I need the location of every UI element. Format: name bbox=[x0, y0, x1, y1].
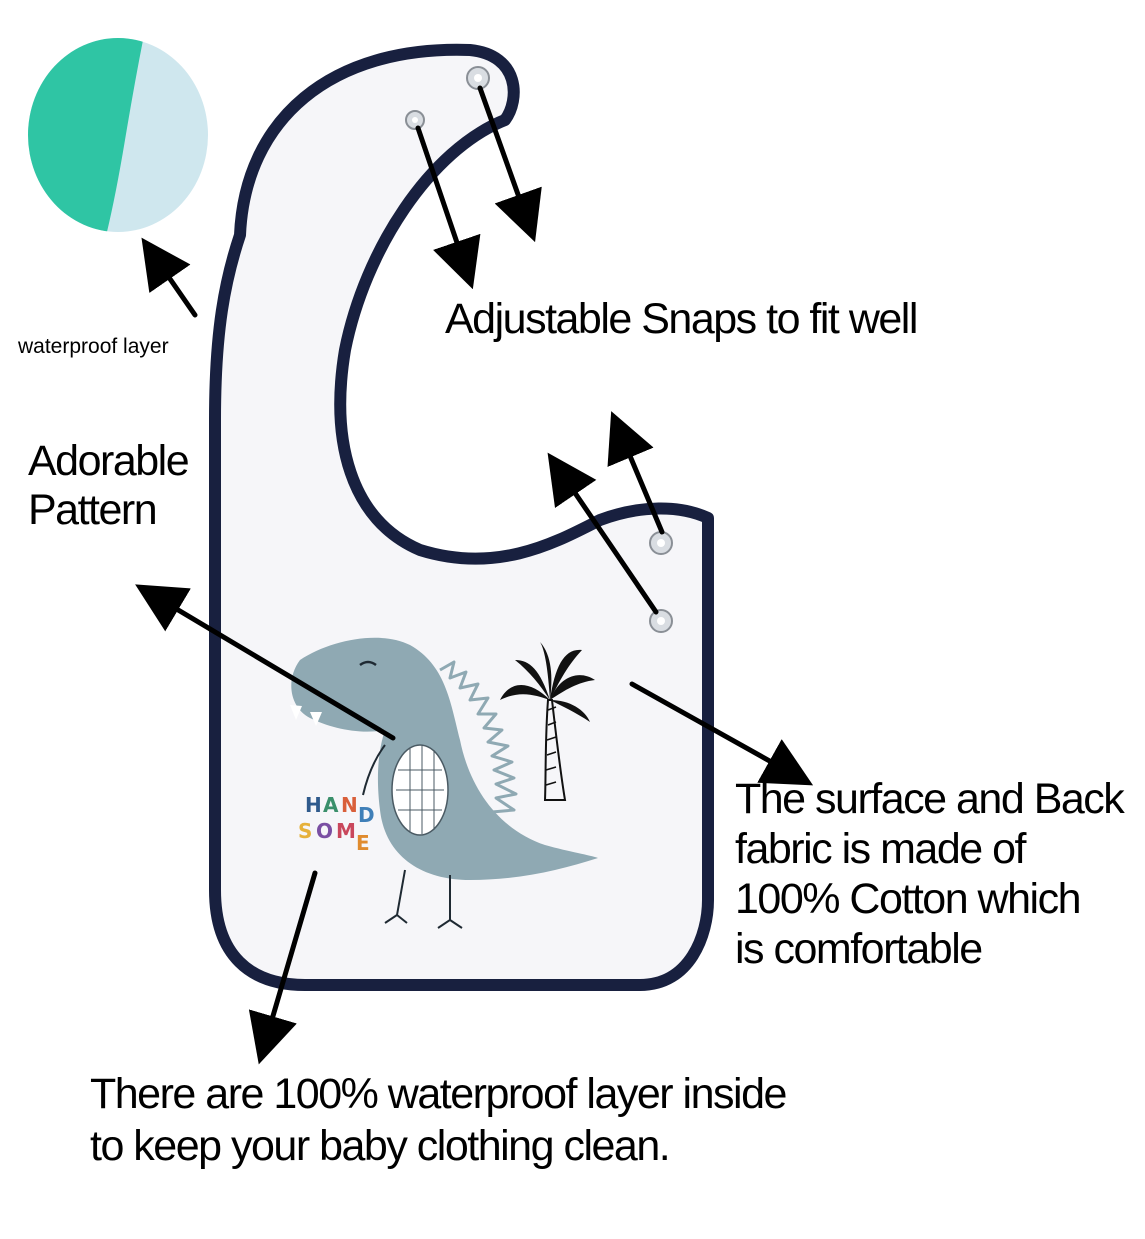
snap-button-icon bbox=[405, 110, 425, 130]
arrow-icon bbox=[629, 681, 814, 786]
print-letter: S bbox=[298, 819, 312, 843]
arrow-icon bbox=[547, 452, 659, 615]
arrow-icon bbox=[415, 125, 481, 290]
adjustable-snaps-label: Adjustable Snaps to fit well bbox=[445, 295, 918, 343]
palm-tree-icon bbox=[500, 642, 595, 801]
snap-button-icon bbox=[649, 609, 673, 633]
arrow-icon bbox=[135, 584, 396, 741]
adorable-pattern-label: Adorable Pattern bbox=[28, 437, 190, 534]
print-letter: E bbox=[356, 831, 370, 855]
print-letters: H A N S O M D E bbox=[298, 793, 375, 855]
print-letter: O bbox=[316, 819, 333, 843]
arrow-icon bbox=[607, 411, 665, 535]
bib bbox=[209, 43, 714, 991]
arrow-icon bbox=[477, 85, 542, 243]
waterproof-inside-label: There are 100% waterproof layer inside t… bbox=[90, 1070, 787, 1174]
adorable-pattern-line: Adorable bbox=[28, 437, 190, 485]
print-letter: A bbox=[323, 793, 339, 817]
print-letter: D bbox=[358, 803, 375, 827]
surface-fabric-label: The surface and Back fabric is made of 1… bbox=[735, 775, 1125, 975]
surface-fabric-line: 100% Cotton which bbox=[735, 875, 1082, 923]
surface-fabric-line: fabric is made of bbox=[735, 825, 1026, 873]
arrow-icon bbox=[248, 870, 318, 1065]
snap-button-icon bbox=[649, 531, 673, 555]
surface-fabric-line: The surface and Back bbox=[735, 775, 1125, 823]
waterproof-inside-line: There are 100% waterproof layer inside bbox=[90, 1070, 787, 1118]
waterproof-swatch bbox=[28, 38, 208, 232]
waterproof-layer-label: waterproof layer bbox=[18, 335, 169, 358]
waterproof-inside-line: to keep your baby clothing clean. bbox=[90, 1122, 671, 1170]
print-letter: N bbox=[341, 793, 358, 817]
adorable-pattern-line: Pattern bbox=[28, 485, 158, 534]
snap-button-icon bbox=[466, 66, 490, 90]
arrow-icon bbox=[141, 237, 198, 318]
print-letter: H bbox=[305, 793, 322, 817]
surface-fabric-line: is comfortable bbox=[735, 925, 983, 973]
dinosaur-print-icon bbox=[290, 637, 598, 929]
print-letter: M bbox=[336, 819, 356, 843]
